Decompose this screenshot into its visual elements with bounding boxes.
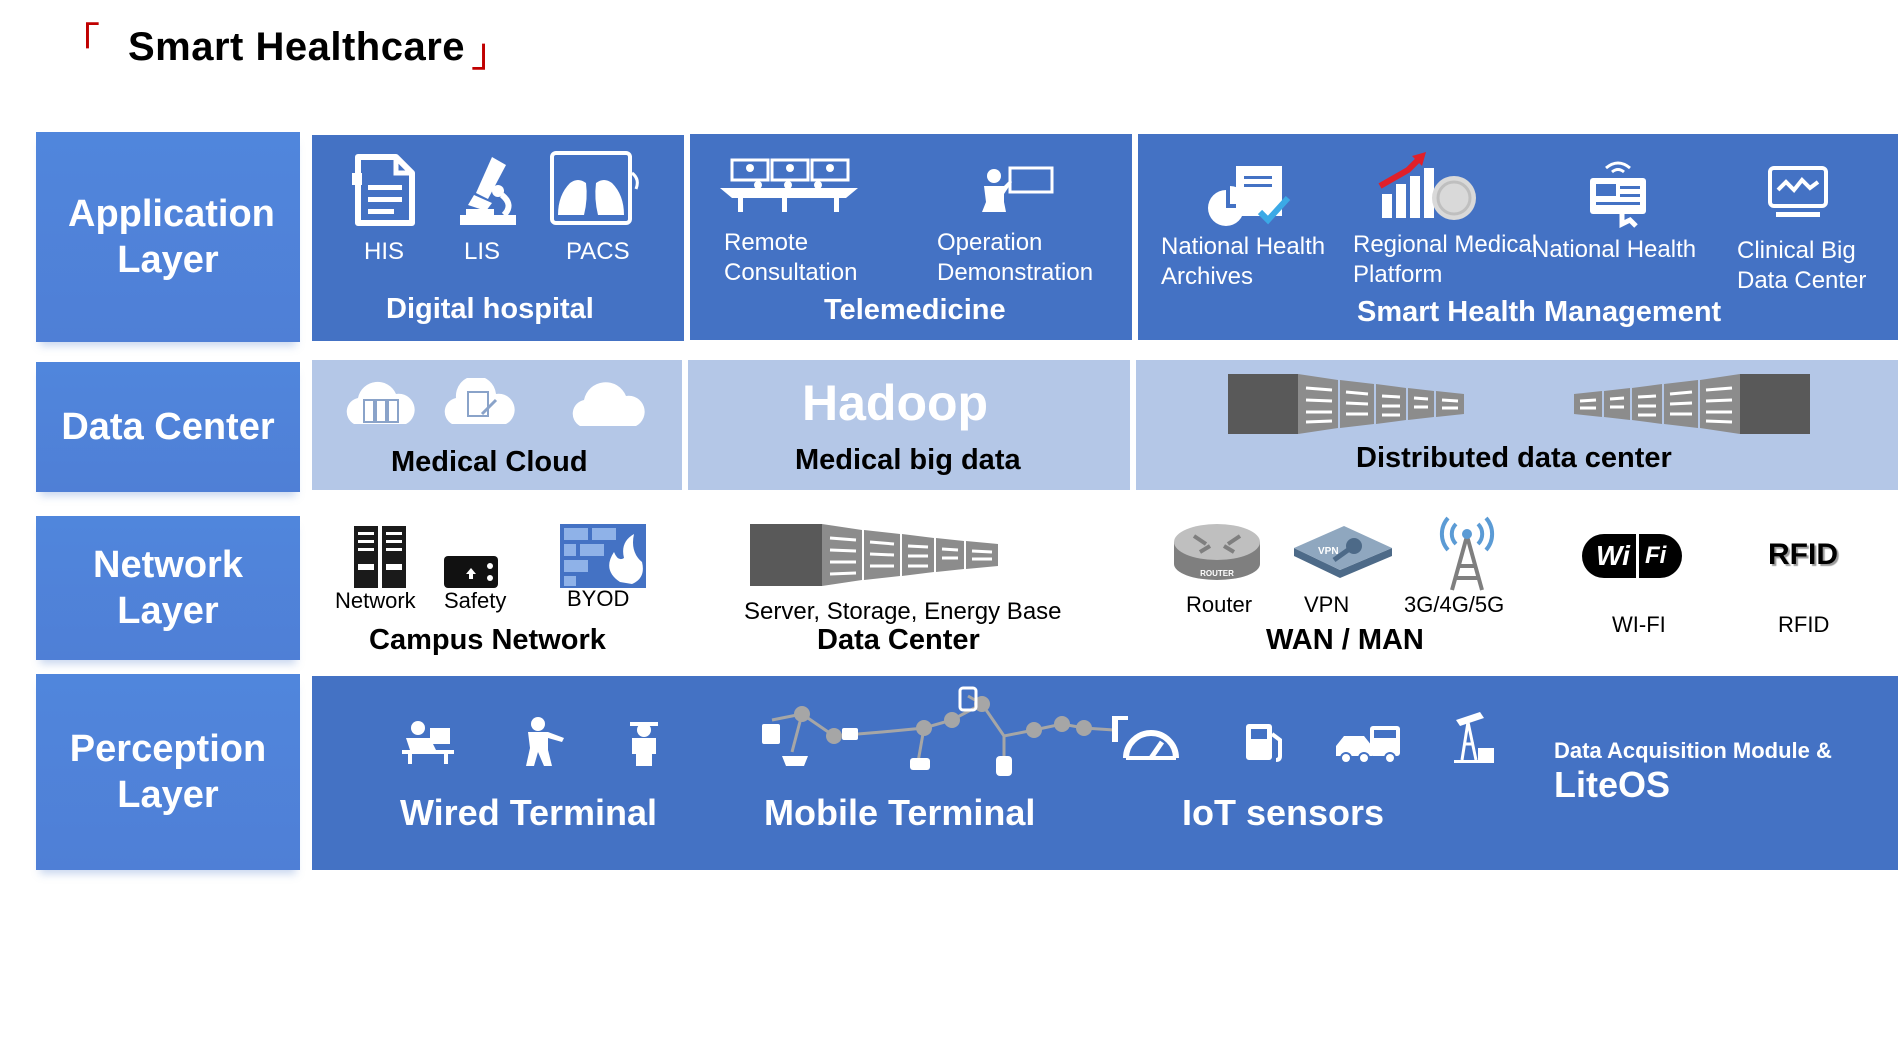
layer-label-network-text: Network Layer — [93, 544, 243, 632]
network-layer-band: Network Safety BYOD Campus Network Serve… — [312, 500, 1898, 666]
network-datacenter-title: Data Center — [817, 624, 980, 656]
firewall-icon — [560, 524, 646, 588]
microscope-icon — [460, 157, 516, 225]
layer-label-application-text: Application Layer — [68, 193, 275, 281]
distributed-box: Distributed data center — [1136, 360, 1898, 490]
wired-terminal-title: Wired Terminal — [400, 792, 658, 833]
national-health-archives-text: National Health Archives — [1161, 233, 1326, 290]
operation-demonstration-label: Operation Demonstration — [937, 228, 1117, 288]
document-icon — [352, 154, 415, 226]
vpn-tag: VPN — [1318, 546, 1339, 557]
regional-medical-platform-label: Regional Medical Platform — [1353, 230, 1553, 290]
campus-safety-label: Safety — [444, 588, 507, 613]
vpn-icon: VPN — [1294, 526, 1392, 578]
remote-consultation-label: Remote Consultation — [724, 228, 874, 288]
operation-demonstration-text: Operation Demonstration — [937, 229, 1094, 286]
digital-hospital-box: HIS LIS PACS Digital hospital — [312, 135, 684, 341]
wifi-label: WI-FI — [1612, 612, 1666, 637]
clinical-big-data-center-text: Clinical Big Data Center — [1737, 237, 1867, 294]
digital-hospital-title: Digital hospital — [386, 293, 594, 325]
layer-label-data-center: Data Center — [36, 362, 300, 492]
title-bracket-right: 」 — [471, 31, 512, 75]
data-acquisition-module-label: Data Acquisition Module & — [1554, 738, 1832, 763]
mobile-network-icon — [762, 686, 1128, 776]
cellular-label: 3G/4G/5G — [1404, 592, 1505, 617]
medical-cloud-title: Medical Cloud — [391, 446, 588, 478]
rfid-label: RFID — [1778, 612, 1830, 637]
vehicles-icon — [1336, 726, 1400, 764]
growth-chart-icon — [1378, 152, 1476, 220]
telemedicine-box: Remote Consultation Operation Demonstrat… — [690, 134, 1132, 340]
network-server-icon — [354, 526, 406, 588]
layer-label-perception: Perception Layer — [36, 674, 300, 870]
lungs-xray-icon — [550, 151, 639, 225]
monitor-icon — [1768, 166, 1828, 217]
smart-health-title: Smart Health Management — [1357, 296, 1722, 328]
wan-man-title: WAN / MAN — [1266, 624, 1424, 656]
national-health-label: National Health — [1532, 236, 1697, 263]
lis-label: LIS — [464, 238, 501, 265]
title-bar: 「 Smart Healthcare 」 — [60, 21, 512, 75]
layer-label-perception-text: Perception Layer — [69, 728, 267, 816]
wifi-logo: Wi Fi — [1582, 534, 1702, 578]
cloud-icon — [572, 382, 645, 426]
router-icon: ROUTER — [1174, 524, 1260, 580]
perception-box: Wired Terminal Mobile Terminal — [312, 676, 1898, 870]
server-storage-label: Server, Storage, Energy Base — [744, 598, 1062, 625]
vpn-label: VPN — [1304, 592, 1350, 617]
his-label: HIS — [364, 238, 405, 265]
rfid-logo: RFID — [1768, 538, 1838, 571]
layer-label-network: Network Layer — [36, 516, 300, 660]
archives-chart-icon — [1208, 166, 1291, 226]
layer-label-application: Application Layer — [36, 132, 300, 342]
liteos-label: LiteOS — [1554, 764, 1671, 805]
wifi-logo-left: Wi — [1582, 534, 1636, 578]
server-rack-row-icon — [1228, 374, 1810, 434]
router-tag: ROUTER — [1200, 569, 1234, 578]
router-label: Router — [1186, 592, 1253, 617]
oil-pump-icon — [1454, 712, 1494, 763]
smart-health-box: National Health Archives Regional Medica… — [1138, 134, 1898, 340]
pacs-label: PACS — [566, 238, 630, 265]
campus-network-label: Network — [335, 588, 416, 613]
gauge-icon — [1123, 730, 1179, 760]
presenter-icon — [982, 166, 1054, 212]
big-data-title: Medical big data — [795, 444, 1021, 476]
big-data-box: Hadoop Medical big data — [688, 360, 1130, 490]
title-bracket-left: 「 — [60, 21, 100, 65]
video-conference-icon — [720, 158, 858, 212]
medical-cloud-box: Medical Cloud — [312, 360, 682, 490]
security-device-icon — [444, 556, 498, 588]
cell-tower-icon — [1439, 516, 1495, 591]
clinical-big-data-center-label: Clinical Big Data Center — [1737, 236, 1897, 296]
telemedicine-title: Telemedicine — [824, 294, 1006, 326]
distributed-title: Distributed data center — [1356, 442, 1672, 474]
worker-icon — [526, 717, 564, 766]
campus-byod-label: BYOD — [567, 586, 630, 611]
mobile-terminal-title: Mobile Terminal — [764, 792, 1036, 833]
fuel-pump-icon — [1246, 724, 1282, 762]
layer-label-data-center-text: Data Center — [61, 406, 275, 448]
desk-worker-icon — [402, 721, 454, 764]
page-title: Smart Healthcare — [128, 24, 466, 69]
courier-icon — [630, 722, 658, 766]
cloud-server-icon — [346, 381, 415, 424]
datacenter-rack-icon — [750, 524, 998, 586]
remote-consultation-text: Remote Consultation — [724, 229, 858, 286]
cloud-document-icon — [444, 378, 515, 424]
national-health-archives-label: National Health Archives — [1161, 232, 1341, 292]
iot-sensors-title: IoT sensors — [1182, 792, 1385, 833]
health-kiosk-icon — [1590, 161, 1646, 228]
wifi-logo-right: Fi — [1638, 534, 1683, 578]
regional-medical-platform-text: Regional Medical Platform — [1353, 231, 1538, 288]
campus-network-title: Campus Network — [369, 624, 606, 656]
hadoop-logo: Hadoop — [802, 375, 989, 431]
